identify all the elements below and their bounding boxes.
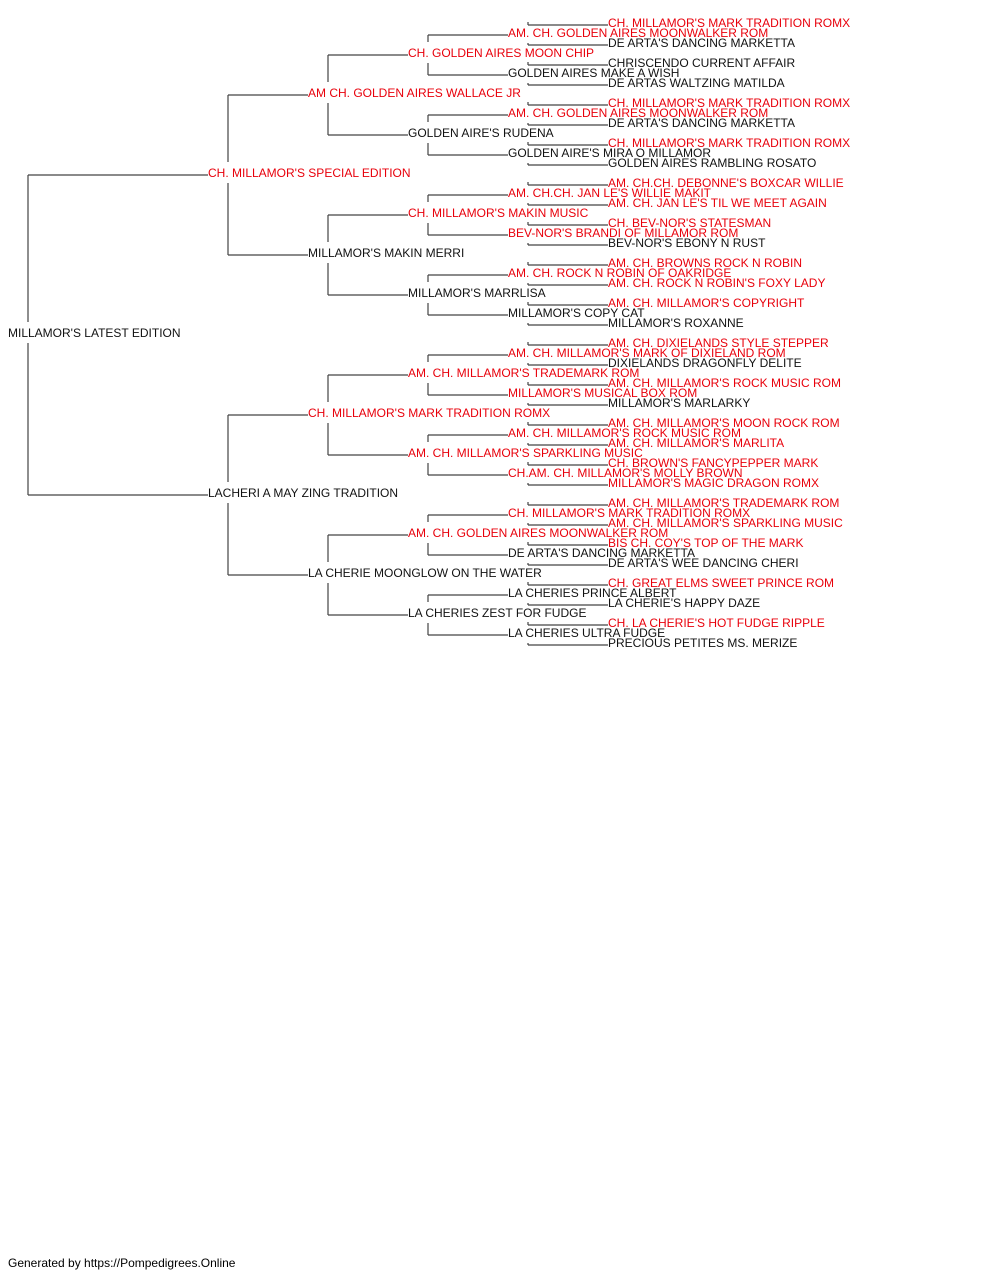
ancestor-name-gen5: DIXIELANDS DRAGONFLY DELITE	[608, 356, 802, 370]
ancestor-name-gen4: AM. CH. MILLAMOR'S MARK OF DIXIELAND ROM	[508, 346, 786, 360]
ancestor-name-gen5: MILLAMOR'S MAGIC DRAGON ROMX	[608, 476, 819, 490]
ancestor-name-gen4: GOLDEN AIRES MAKE A WISH	[508, 66, 679, 80]
subject-dog-name: MILLAMOR'S LATEST EDITION	[8, 326, 181, 340]
ancestor-name-gen5: CHRISCENDO CURRENT AFFAIR	[608, 56, 795, 70]
ancestor-name-gen4: DE ARTA'S DANCING MARKETTA	[508, 546, 695, 560]
ancestor-name-gen5: AM. CH. DIXIELANDS STYLE STEPPER	[608, 336, 829, 350]
ancestor-name-gen5: GOLDEN AIRES RAMBLING ROSATO	[608, 156, 816, 170]
ancestor-name-gen5: AM. CH. MILLAMOR'S ROCK MUSIC ROM	[608, 376, 841, 390]
ancestor-name-gen5: BEV-NOR'S EBONY N RUST	[608, 236, 766, 250]
ancestor-name-gen5: AM. CH. BROWNS ROCK N ROBIN	[608, 256, 802, 270]
ancestor-name-gen5: AM. CH. MILLAMOR'S SPARKLING MUSIC	[608, 516, 843, 530]
ancestor-name-gen4: BEV-NOR'S BRANDI OF MILLAMOR ROM	[508, 226, 738, 240]
ancestor-name-gen5: DE ARTAS WALTZING MATILDA	[608, 76, 785, 90]
ancestor-name-gen2: LA CHERIE MOONGLOW ON THE WATER	[308, 566, 542, 580]
ancestor-name-gen5: MILLAMOR'S ROXANNE	[608, 316, 744, 330]
pedigree-names: MILLAMOR'S LATEST EDITION CH. MILLAMOR'S …	[8, 16, 850, 650]
ancestor-name-gen3: GOLDEN AIRE'S RUDENA	[408, 126, 554, 140]
ancestor-name-gen5: AM. CH. MILLAMOR'S MOON ROCK ROM	[608, 416, 840, 430]
ancestor-name-gen5: AM. CH. MILLAMOR'S COPYRIGHT	[608, 296, 805, 310]
ancestor-name-gen5: AM. CH. MILLAMOR'S MARLITA	[608, 436, 784, 450]
ancestor-name-gen4: MILLAMOR'S MUSICAL BOX ROM	[508, 386, 697, 400]
ancestor-name-gen5: CH. MILLAMOR'S MARK TRADITION ROMX	[608, 16, 850, 30]
ancestor-name-gen5: CH. BROWN'S FANCYPEPPER MARK	[608, 456, 818, 470]
ancestor-name-gen1: LACHERI A MAY ZING TRADITION	[208, 486, 398, 500]
ancestor-name-gen3: LA CHERIES ZEST FOR FUDGE	[408, 606, 586, 620]
ancestor-name-gen5: AM. CH.CH. DEBONNE'S BOXCAR WILLIE	[608, 176, 844, 190]
ancestor-name-gen1: CH. MILLAMOR'S SPECIAL EDITION	[208, 166, 411, 180]
ancestor-name-gen4: LA CHERIES PRINCE ALBERT	[508, 586, 677, 600]
ancestor-name-gen5: AM. CH. ROCK N ROBIN'S FOXY LADY	[608, 276, 825, 290]
ancestor-name-gen5: MILLAMOR'S MARLARKY	[608, 396, 750, 410]
ancestor-name-gen5: DE ARTA'S DANCING MARKETTA	[608, 116, 795, 130]
ancestor-name-gen5: AM. CH. MILLAMOR'S TRADEMARK ROM	[608, 496, 839, 510]
ancestor-name-gen3: CH. MILLAMOR'S MAKIN MUSIC	[408, 206, 589, 220]
ancestor-name-gen5: CH. LA CHERIE'S HOT FUDGE RIPPLE	[608, 616, 825, 630]
ancestor-name-gen4: CH. MILLAMOR'S MARK TRADITION ROMX	[508, 506, 750, 520]
ancestor-name-gen4: AM. CH. GOLDEN AIRES MOONWALKER ROM	[508, 26, 768, 40]
ancestor-name-gen3: CH. GOLDEN AIRES MOON CHIP	[408, 46, 594, 60]
ancestor-name-gen5: BIS CH. COY'S TOP OF THE MARK	[608, 536, 803, 550]
ancestor-name-gen3: AM. CH. MILLAMOR'S SPARKLING MUSIC	[408, 446, 643, 460]
ancestor-name-gen3: AM. CH. MILLAMOR'S TRADEMARK ROM	[408, 366, 639, 380]
ancestor-name-gen5: DE ARTA'S DANCING MARKETTA	[608, 36, 795, 50]
ancestor-name-gen2: AM CH. GOLDEN AIRES WALLACE JR	[308, 86, 521, 100]
ancestor-name-gen5: CH. MILLAMOR'S MARK TRADITION ROMX	[608, 96, 850, 110]
ancestor-name-gen4: AM. CH. GOLDEN AIRES MOONWALKER ROM	[508, 106, 768, 120]
ancestor-name-gen5: DE ARTA'S WEE DANCING CHERI	[608, 556, 799, 570]
ancestor-name-gen4: MILLAMOR'S COPY CAT	[508, 306, 645, 320]
ancestor-name-gen4: CH.AM. CH. MILLAMOR'S MOLLY BROWN	[508, 466, 743, 480]
ancestor-name-gen5: CH. MILLAMOR'S MARK TRADITION ROMX	[608, 136, 850, 150]
ancestor-name-gen4: AM. CH. MILLAMOR'S ROCK MUSIC ROM	[508, 426, 741, 440]
ancestor-name-gen5: CH. GREAT ELMS SWEET PRINCE ROM	[608, 576, 834, 590]
generated-by-footer: Generated by https://Pompedigrees.Online	[8, 1256, 236, 1270]
ancestor-name-gen4: GOLDEN AIRE'S MIRA O MILLAMOR	[508, 146, 711, 160]
ancestor-name-gen5: PRECIOUS PETITES MS. MERIZE	[608, 636, 797, 650]
ancestor-name-gen2: CH. MILLAMOR'S MARK TRADITION ROMX	[308, 406, 550, 420]
ancestor-name-gen2: MILLAMOR'S MAKIN MERRI	[308, 246, 464, 260]
ancestor-name-gen5: CH. BEV-NOR'S STATESMAN	[608, 216, 771, 230]
ancestor-name-gen4: LA CHERIES ULTRA FUDGE	[508, 626, 665, 640]
ancestor-name-gen5: AM. CH. JAN LE'S TIL WE MEET AGAIN	[608, 196, 827, 210]
ancestor-name-gen4: AM. CH.CH. JAN LE'S WILLIE MAKIT	[508, 186, 712, 200]
ancestor-name-gen4: AM. CH. ROCK N ROBIN OF OAKRIDGE	[508, 266, 731, 280]
ancestor-name-gen5: LA CHERIE'S HAPPY DAZE	[608, 596, 760, 610]
ancestor-name-gen3: MILLAMOR'S MARRLISA	[408, 286, 546, 300]
pedigree-connector-lines	[27, 22, 608, 646]
ancestor-name-gen3: AM. CH. GOLDEN AIRES MOONWALKER ROM	[408, 526, 668, 540]
